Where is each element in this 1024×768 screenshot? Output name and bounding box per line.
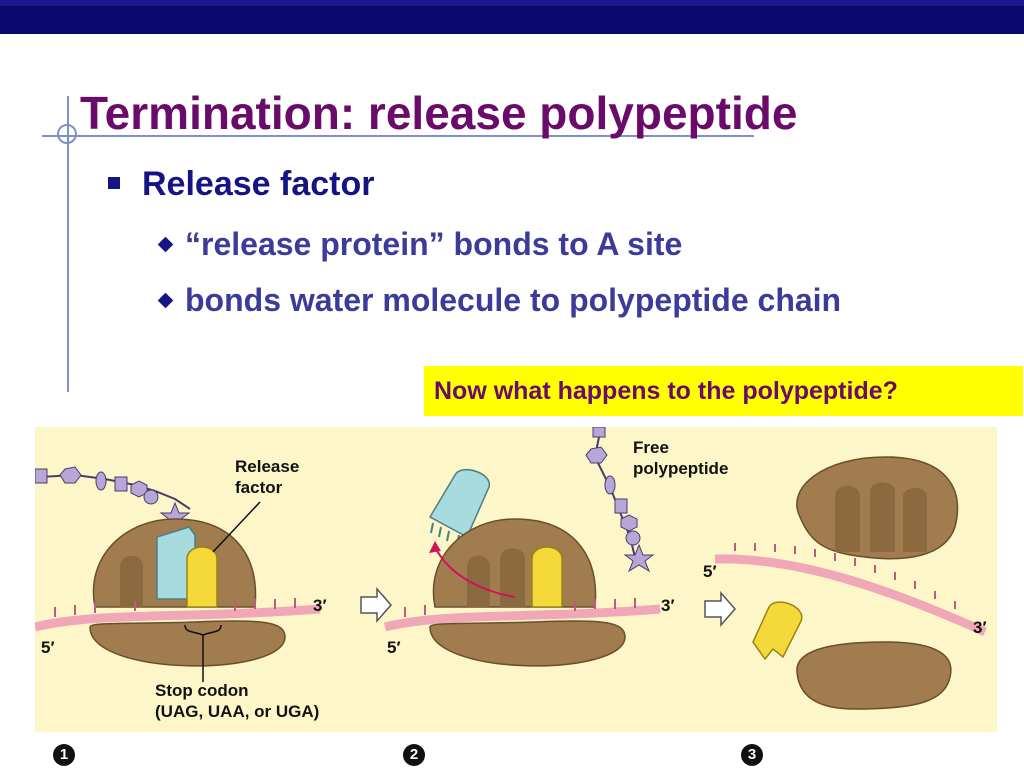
amino-acid — [585, 446, 608, 464]
released-trna — [428, 469, 490, 539]
termination-diagram: Release factor Stop codon (UAG, UAA, or … — [35, 427, 997, 732]
ribosome-site — [870, 482, 895, 552]
ribosome-site — [903, 488, 927, 552]
ribosome-small-subunit-dissociated — [796, 641, 952, 710]
five-prime-label: 5′ — [41, 638, 55, 657]
mrna-bases — [734, 543, 956, 609]
subbullet-text: “release protein” bonds to A site — [185, 226, 683, 262]
amino-acid — [592, 427, 606, 438]
question-callout: Now what happens to the polypeptide? — [424, 366, 1023, 416]
top-banner-pattern — [0, 0, 1024, 34]
diamond-bullet-icon — [157, 236, 174, 253]
stop-codon-label: Stop codon — [155, 681, 248, 700]
release-factor — [531, 546, 563, 608]
five-prime-label: 5′ — [387, 638, 401, 657]
amino-acid — [614, 498, 628, 514]
mrna-strand — [383, 604, 661, 632]
square-bullet-icon — [108, 177, 120, 190]
trna-bases — [430, 522, 460, 546]
exit-arrow — [434, 546, 516, 598]
step-arrow-icon — [360, 587, 392, 623]
ribosome-site — [120, 555, 143, 607]
mrna-strand — [714, 554, 987, 637]
step-number-1: 1 — [53, 744, 75, 766]
three-prime-label: 3′ — [973, 618, 987, 637]
mrna-strand — [35, 604, 321, 632]
bullet-text: Release factor — [142, 165, 375, 203]
amino-acid — [95, 471, 107, 491]
released-release-factor — [752, 601, 803, 661]
mrna-bases — [404, 598, 636, 617]
amino-acid — [114, 476, 128, 492]
free-polypeptide-label: polypeptide — [633, 459, 728, 478]
stop-codon-label: (UAG, UAA, or UGA) — [155, 702, 319, 721]
diamond-bullet-icon — [157, 292, 174, 309]
step-3-panel: 5′ 3′ — [703, 456, 987, 710]
subbullet-release-protein: “release protein” bonds to A site — [157, 226, 683, 263]
ribosome-small-subunit — [89, 620, 286, 667]
subbullet-water-molecule: bonds water molecule to polypeptide chai… — [157, 282, 842, 319]
exit-arrow-head — [429, 541, 441, 553]
free-polypeptide-label: Free — [633, 438, 669, 457]
mrna-bases — [54, 598, 296, 617]
step-arrow-icon — [704, 591, 736, 627]
amino-acid — [604, 475, 616, 495]
top-banner — [0, 0, 1024, 34]
ribosome-site — [500, 548, 525, 607]
amino-acid — [143, 489, 159, 505]
amino-acid — [623, 543, 655, 573]
guide-crosshair — [57, 124, 77, 144]
step-1-panel: Release factor Stop codon (UAG, UAA, or … — [35, 457, 392, 721]
guide-line-vertical — [67, 96, 69, 392]
step-2-panel: Free polypeptide 3′ 5′ — [383, 427, 736, 667]
slide-title: Termination: release polypeptide — [80, 87, 798, 139]
release-factor-pointer — [212, 501, 261, 553]
step-number-3: 3 — [741, 744, 763, 766]
five-prime-label: 5′ — [703, 562, 717, 581]
amino-acid — [625, 530, 641, 546]
amino-acid — [620, 514, 638, 532]
subbullet-text: bonds water molecule to polypeptide chai… — [185, 282, 842, 318]
release-factor-label: Release — [235, 457, 299, 476]
three-prime-label: 3′ — [661, 596, 675, 615]
amino-acid — [35, 468, 48, 484]
ribosome-site — [467, 555, 490, 607]
release-factor-label: factor — [235, 478, 283, 497]
step-number-2: 2 — [403, 744, 425, 766]
ribosome-small-subunit — [429, 620, 626, 667]
three-prime-label: 3′ — [313, 596, 327, 615]
release-factor — [186, 546, 218, 608]
guide-line-horizontal — [42, 135, 754, 137]
ribosome-site — [835, 485, 860, 552]
amino-acid — [59, 466, 82, 484]
bullet-release-factor: Release factor — [108, 165, 374, 204]
